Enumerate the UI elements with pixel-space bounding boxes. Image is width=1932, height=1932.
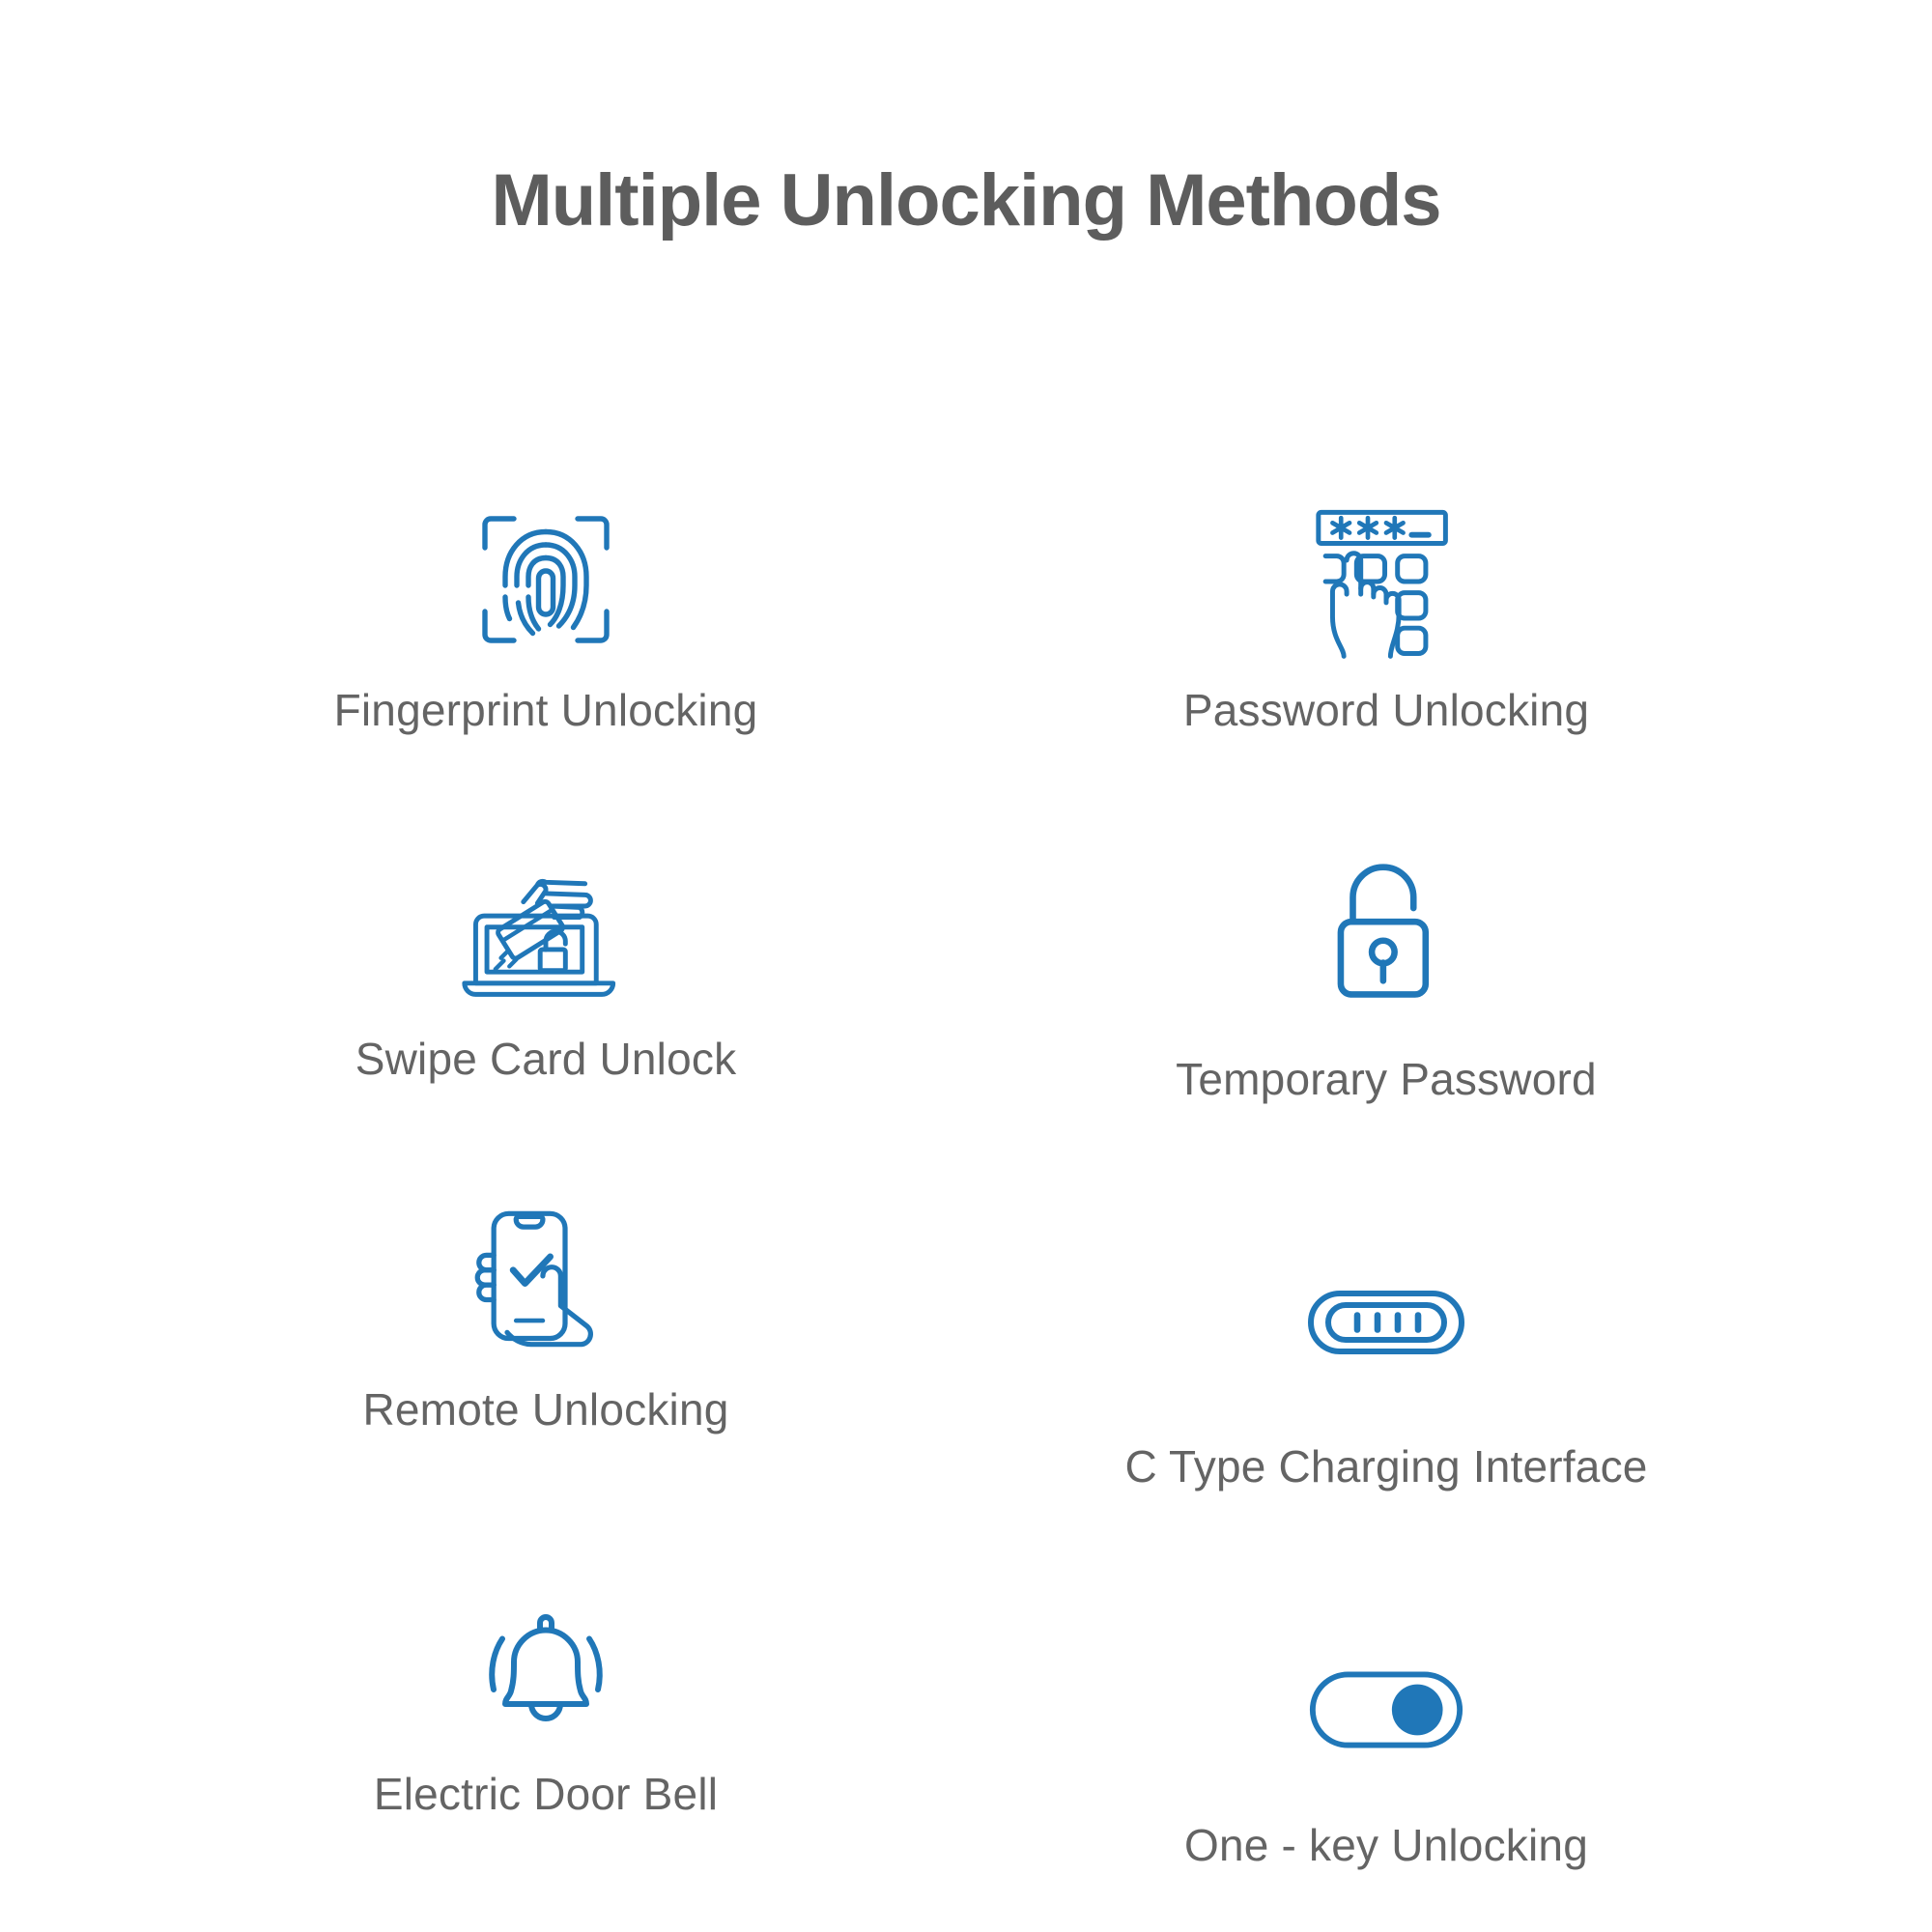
feature-fingerprint-unlocking: Fingerprint Unlocking (126, 502, 966, 736)
hand-phone-check-icon (473, 1202, 618, 1356)
swipe-card-laptop-icon (459, 857, 633, 1011)
feature-label: Password Unlocking (1182, 685, 1590, 735)
feature-electric-door-bell: Electric Door Bell (126, 1492, 966, 1871)
ringing-bell-icon (473, 1594, 618, 1739)
feature-grid: Fingerprint Unlocking (126, 502, 1806, 1871)
open-padlock-icon (1325, 852, 1447, 1007)
feature-label: One - key Unlocking (1184, 1820, 1588, 1870)
feature-remote-unlocking: Remote Unlocking (126, 1105, 966, 1492)
feature-temporary-password: Temporary Password (966, 736, 1806, 1105)
feature-label: Electric Door Bell (373, 1769, 719, 1819)
password-keypad-hand-icon (1313, 502, 1460, 659)
feature-label: Fingerprint Unlocking (333, 685, 758, 735)
toggle-switch-on-icon[interactable] (1307, 1637, 1465, 1782)
fingerprint-scan-icon (473, 502, 618, 657)
feature-password-unlocking: Password Unlocking (966, 502, 1806, 736)
feature-label: Remote Unlocking (362, 1384, 729, 1435)
feature-swipe-card-unlock: Swipe Card Unlock (126, 736, 966, 1105)
feature-label: Swipe Card Unlock (355, 1034, 737, 1084)
feature-one-key-unlocking[interactable]: One - key Unlocking (966, 1492, 1806, 1871)
feature-label: Temporary Password (1176, 1054, 1597, 1104)
feature-c-type-charging-interface: C Type Charging Interface (966, 1105, 1806, 1492)
page-title: Multiple Unlocking Methods (491, 159, 1441, 242)
usb-c-port-icon (1304, 1245, 1468, 1400)
feature-label: C Type Charging Interface (1124, 1441, 1648, 1492)
